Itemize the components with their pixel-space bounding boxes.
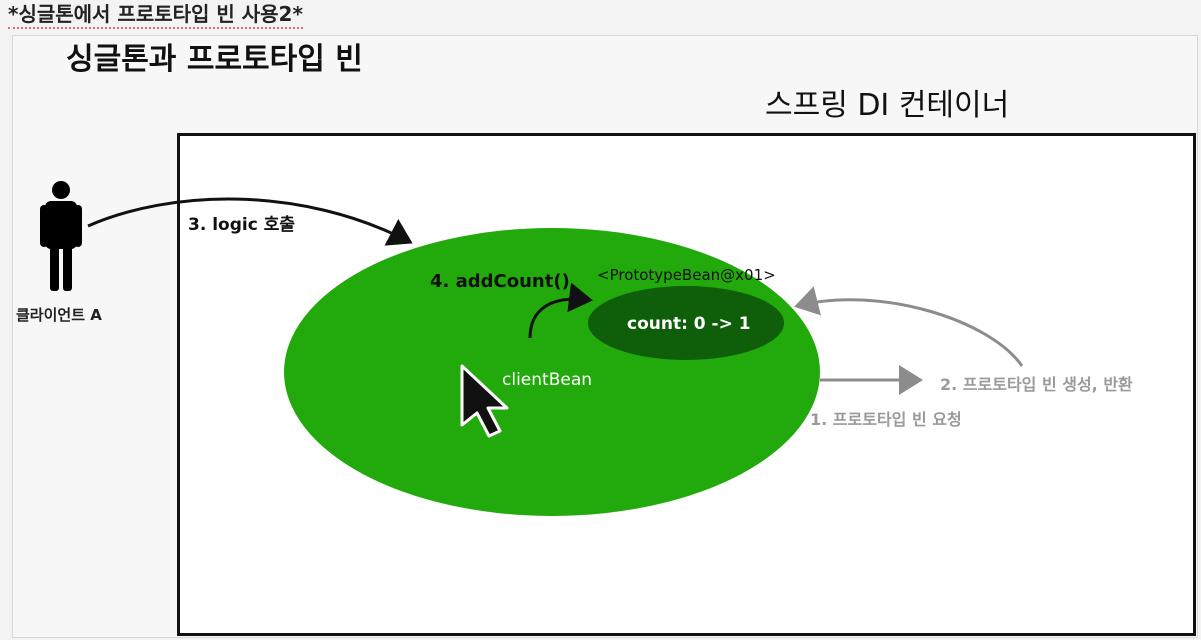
return-prototype-arrow <box>794 286 1024 367</box>
step-4-label: 4. addCount() <box>430 271 570 292</box>
person-icon <box>40 181 82 291</box>
client-bean-label: clientBean <box>502 370 593 390</box>
container-label: 스프링 DI 컨테이너 <box>765 88 1010 123</box>
step-2-label: 2. 프로토타입 빈 생성, 반환 <box>940 375 1133 394</box>
slide-title: 싱글톤과 프로토타입 빈 <box>66 42 363 77</box>
document-title: *싱글톤에서 프로토타입 빈 사용2* <box>8 2 303 29</box>
step-3-label: 3. logic 호출 <box>188 215 295 235</box>
cursor-icon <box>460 364 509 438</box>
logic-call-arrow <box>87 197 413 246</box>
step-1-label: 1. 프로토타입 빈 요청 <box>810 410 962 429</box>
client-label: 클라이언트 A <box>16 306 102 324</box>
prototype-bean-ellipse <box>588 286 784 360</box>
prototype-bean-label: <PrototypeBean@x01> <box>597 266 776 284</box>
count-value-label: count: 0 -> 1 <box>627 314 751 334</box>
add-count-arrow <box>528 282 593 339</box>
